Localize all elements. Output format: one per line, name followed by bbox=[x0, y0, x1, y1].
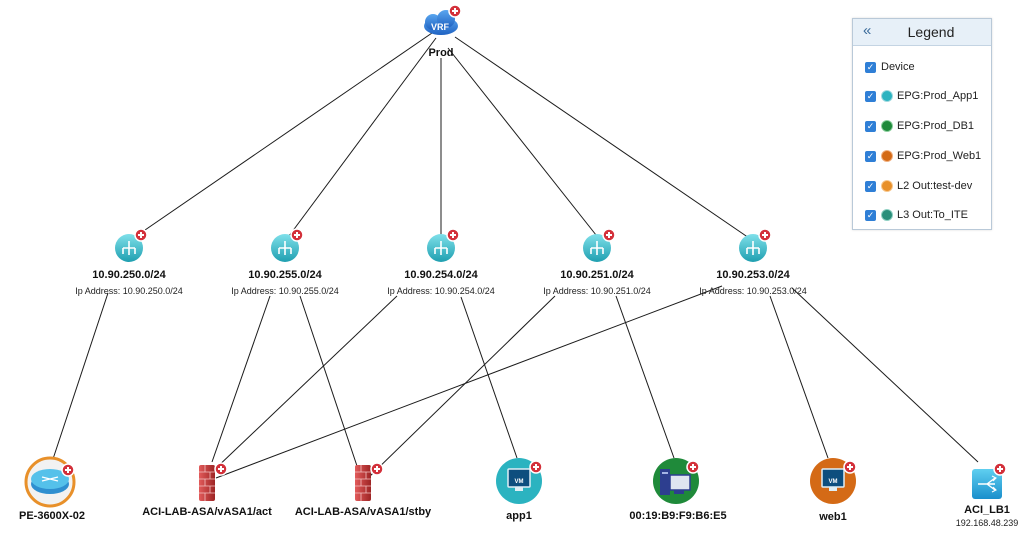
checkbox[interactable]: ✓ bbox=[865, 120, 876, 132]
device-label: ACI-LAB-ASA/vASA1/act bbox=[142, 506, 272, 518]
legend-item-label: EPG:Prod_DB1 bbox=[897, 120, 975, 132]
epg-db-icon bbox=[881, 120, 893, 132]
checkbox[interactable]: ✓ bbox=[865, 180, 876, 192]
checkbox[interactable]: ✓ bbox=[865, 90, 876, 102]
device-node-mac-endpoint[interactable]: 00:19:B9:F9:B6:E5 bbox=[629, 458, 727, 522]
link-vrf-subnet-250 bbox=[128, 32, 433, 242]
add-icon[interactable] bbox=[602, 228, 616, 242]
device-node-pe-3600x-02[interactable]: PE-3600X-02 bbox=[19, 456, 85, 522]
epg-web-icon bbox=[881, 150, 893, 162]
add-icon[interactable] bbox=[370, 462, 384, 476]
load-balancer-icon bbox=[972, 469, 1002, 499]
legend-item-label: EPG:Prod_App1 bbox=[897, 90, 979, 102]
link-vrf-subnet-255 bbox=[285, 37, 437, 241]
legend-item-epg-app1[interactable]: ✓ EPG:Prod_App1 bbox=[865, 88, 978, 104]
l3-out-icon bbox=[881, 209, 893, 221]
l2-out-icon bbox=[881, 180, 893, 192]
link-subnet-251-mac bbox=[615, 295, 675, 459]
device-label: web1 bbox=[818, 511, 847, 523]
add-icon[interactable] bbox=[686, 460, 700, 474]
link-subnet-251-asa-stby bbox=[367, 295, 556, 479]
add-icon[interactable] bbox=[290, 228, 304, 242]
add-icon[interactable] bbox=[61, 463, 75, 477]
legend-title: Legend bbox=[907, 24, 955, 40]
subnet-ip: Ip Address: 10.90.255.0/24 bbox=[231, 286, 339, 296]
subnet-node[interactable]: 10.90.250.0/24 Ip Address: 10.90.250.0/2… bbox=[75, 228, 183, 296]
link-subnet-255-asa-stby bbox=[299, 295, 358, 467]
legend-item-device[interactable]: ✓ Device bbox=[865, 59, 915, 75]
subnet-title: 10.90.255.0/24 bbox=[248, 269, 322, 281]
device-label: app1 bbox=[506, 510, 532, 522]
add-icon[interactable] bbox=[214, 462, 228, 476]
firewall-icon bbox=[199, 465, 215, 501]
vm-text: VM bbox=[515, 479, 524, 485]
epg-app-icon bbox=[881, 90, 893, 102]
subnet-ip: Ip Address: 10.90.250.0/24 bbox=[75, 286, 183, 296]
legend-item-label: Device bbox=[881, 61, 915, 73]
link-subnet-254-asa-act bbox=[212, 295, 398, 472]
legend-item-l3-out[interactable]: ✓ L3 Out:To_ITE bbox=[865, 207, 968, 223]
subnet-title: 10.90.253.0/24 bbox=[716, 269, 790, 281]
link-vrf-subnet-251 bbox=[447, 47, 601, 241]
device-node-web1[interactable]: VM web1 bbox=[810, 458, 857, 523]
device-node-app1[interactable]: VM app1 bbox=[496, 458, 543, 522]
add-icon[interactable] bbox=[134, 228, 148, 242]
checkbox[interactable]: ✓ bbox=[865, 209, 876, 221]
checkbox[interactable]: ✓ bbox=[865, 150, 876, 162]
link-subnet-253-web1 bbox=[769, 295, 829, 459]
legend-panel: « Legend ✓ Device ✓ EPG:Prod_App1 ✓ EPG:… bbox=[852, 18, 992, 230]
link-subnet-255-asa-act bbox=[211, 295, 271, 463]
device-node-asa-stby[interactable]: ACI-LAB-ASA/vASA1/stby bbox=[295, 462, 432, 518]
link-subnet-253-lb bbox=[791, 287, 979, 463]
vrf-node[interactable]: VRF Prod bbox=[424, 4, 462, 59]
vm-text: VM bbox=[829, 479, 838, 485]
link-vrf-subnet-253 bbox=[454, 36, 753, 241]
device-node-asa-act[interactable]: ACI-LAB-ASA/vASA1/act bbox=[142, 462, 272, 518]
add-icon[interactable] bbox=[758, 228, 772, 242]
legend-item-l2-out[interactable]: ✓ L2 Out:test-dev bbox=[865, 178, 972, 194]
device-label: ACI_LB1 bbox=[964, 504, 1010, 516]
add-icon[interactable] bbox=[529, 460, 543, 474]
vrf-badge-text: VRF bbox=[431, 22, 450, 32]
add-icon[interactable] bbox=[446, 228, 460, 242]
subnet-ip: Ip Address: 10.90.254.0/24 bbox=[387, 286, 495, 296]
subnet-node[interactable]: 10.90.251.0/24 Ip Address: 10.90.251.0/2… bbox=[543, 228, 651, 296]
device-label: 00:19:B9:F9:B6:E5 bbox=[629, 510, 726, 522]
add-icon[interactable] bbox=[843, 460, 857, 474]
legend-header: « Legend bbox=[853, 19, 991, 46]
subnet-ip: Ip Address: 10.90.253.0/24 bbox=[699, 286, 807, 296]
subnet-node[interactable]: 10.90.254.0/24 Ip Address: 10.90.254.0/2… bbox=[387, 228, 495, 296]
checkbox[interactable]: ✓ bbox=[865, 61, 876, 73]
add-icon[interactable] bbox=[448, 4, 462, 18]
legend-item-label: L3 Out:To_ITE bbox=[897, 209, 968, 221]
device-label: ACI-LAB-ASA/vASA1/stby bbox=[295, 506, 432, 518]
subnet-title: 10.90.251.0/24 bbox=[560, 269, 634, 281]
device-node-aci-lb1[interactable]: ACI_LB1 192.168.48.239 bbox=[956, 462, 1019, 528]
vrf-label: Prod bbox=[428, 47, 453, 59]
links bbox=[51, 32, 979, 479]
link-subnet-253-asa-act bbox=[215, 285, 723, 479]
legend-item-epg-web1[interactable]: ✓ EPG:Prod_Web1 bbox=[865, 148, 981, 164]
device-ip: 192.168.48.239 bbox=[956, 518, 1019, 528]
subnet-title: 10.90.254.0/24 bbox=[404, 269, 478, 281]
legend-item-label: L2 Out:test-dev bbox=[897, 180, 973, 192]
legend-item-epg-db1[interactable]: ✓ EPG:Prod_DB1 bbox=[865, 118, 974, 134]
link-subnet-250-pe bbox=[51, 292, 109, 463]
subnet-node[interactable]: 10.90.253.0/24 Ip Address: 10.90.253.0/2… bbox=[699, 228, 807, 296]
subnet-title: 10.90.250.0/24 bbox=[92, 269, 166, 281]
add-icon[interactable] bbox=[993, 462, 1007, 476]
device-label: PE-3600X-02 bbox=[19, 510, 85, 522]
legend-item-label: EPG:Prod_Web1 bbox=[897, 150, 982, 162]
subnet-ip: Ip Address: 10.90.251.0/24 bbox=[543, 286, 651, 296]
collapse-icon[interactable]: « bbox=[863, 22, 872, 39]
link-subnet-254-app1 bbox=[460, 296, 518, 459]
subnet-node[interactable]: 10.90.255.0/24 Ip Address: 10.90.255.0/2… bbox=[231, 228, 339, 296]
cloud-icon bbox=[424, 10, 458, 35]
firewall-icon bbox=[355, 465, 371, 501]
